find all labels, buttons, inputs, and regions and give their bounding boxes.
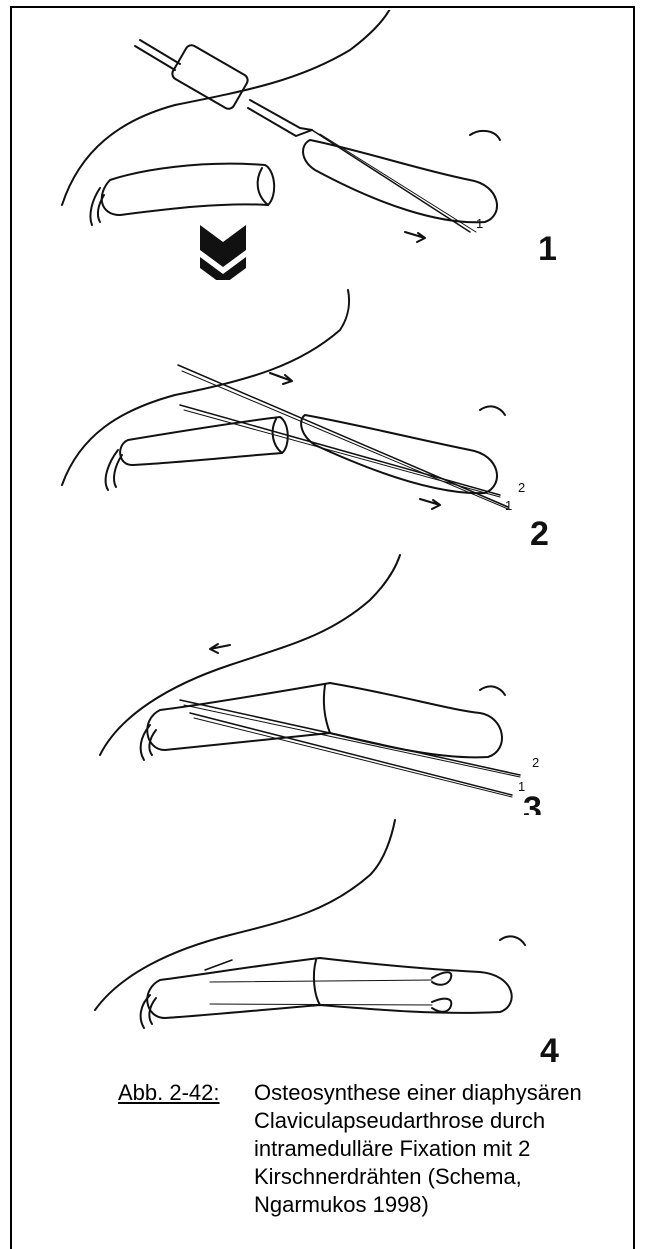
step-4-drawing: 4 xyxy=(0,800,649,1070)
step-3-wire-label-2: 2 xyxy=(532,755,539,770)
caption-line: Kirschnerdrähten (Schema, xyxy=(254,1163,584,1191)
step-3-panel: 2 1 3 xyxy=(0,545,649,815)
step-2-panel: 2 1 2 xyxy=(0,285,649,555)
caption-line: Osteosynthese einer diaphysären xyxy=(254,1079,584,1107)
step-2-wire-label-1: 1 xyxy=(505,498,512,513)
caption-line: Claviculapseudarthrose durch xyxy=(254,1107,584,1135)
caption-line: Ngarmukos 1998) xyxy=(254,1191,584,1219)
step-1-wire-label-1: 1 xyxy=(476,216,483,231)
caption-text: Osteosynthese einer diaphysären Clavicul… xyxy=(254,1079,584,1219)
caption-line: intramedulläre Fixation mit 2 xyxy=(254,1135,584,1163)
step-4-panel: 4 xyxy=(0,800,649,1070)
step-1-panel: 1 1 xyxy=(0,10,649,280)
step-3-drawing: 2 1 3 xyxy=(0,545,649,815)
down-arrow-icon xyxy=(200,225,246,280)
step-2-drawing: 2 1 2 xyxy=(0,285,649,555)
step-4-number: 4 xyxy=(540,1032,559,1070)
step-2-wire-label-2: 2 xyxy=(518,480,525,495)
step-1-drawing: 1 1 xyxy=(0,10,649,280)
step-1-number: 1 xyxy=(538,230,557,268)
caption-label: Abb. 2-42: xyxy=(118,1079,220,1107)
